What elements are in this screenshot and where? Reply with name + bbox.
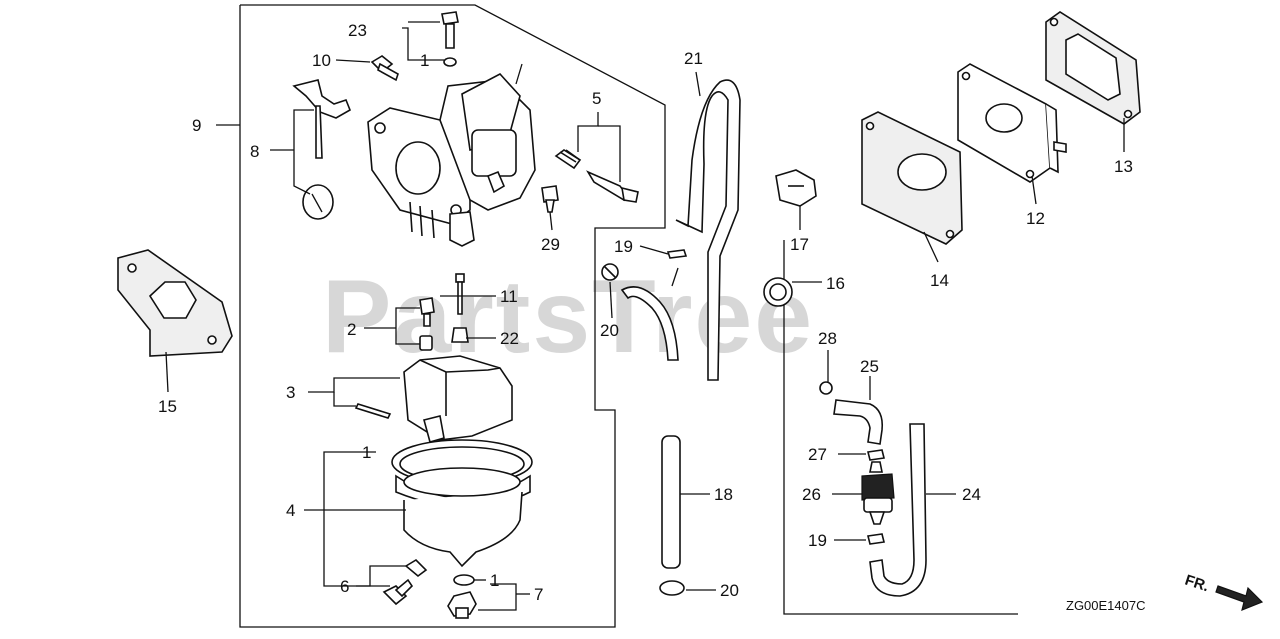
fuel-filter-group-outline: [783, 240, 1018, 615]
direction-label: FR.: [1183, 572, 1211, 596]
callout-6: 6: [340, 577, 349, 596]
callout-13: 13: [1114, 157, 1133, 176]
callout-22: 22: [500, 329, 519, 348]
callout-8: 8: [250, 142, 259, 161]
clip-28[interactable]: [819, 381, 833, 395]
callout-numbers: 23 1 10 9 8 5 29 11 2 22 3 1 4 6 1 7 21 …: [158, 21, 1133, 604]
plug-29[interactable]: [541, 185, 559, 213]
insulator-12[interactable]: [957, 63, 1067, 183]
jets-2[interactable]: [419, 297, 435, 351]
callout-29: 29: [541, 235, 560, 254]
leader-arrow-top: [515, 63, 523, 85]
callout-27: 27: [808, 445, 827, 464]
watermark: PartsTree: [322, 259, 814, 375]
pilot-screw-5[interactable]: [554, 149, 639, 203]
screw-10[interactable]: [370, 55, 399, 82]
callout-23: 23: [348, 21, 367, 40]
fuel-hose-18[interactable]: [661, 435, 681, 569]
fuel-hose-24[interactable]: [869, 423, 927, 597]
callout-28: 28: [818, 329, 837, 348]
callout-7: 7: [534, 585, 543, 604]
front-arrow-icon: [1215, 585, 1264, 611]
clip-20-mid[interactable]: [601, 263, 619, 281]
clip-19-bottom[interactable]: [867, 533, 885, 545]
choke-lever-8[interactable]: [292, 79, 352, 220]
callout-19-bottom: 19: [808, 531, 827, 550]
fuel-filter-26[interactable]: [861, 461, 895, 525]
clip-27[interactable]: [867, 449, 885, 461]
callout-25: 25: [860, 357, 879, 376]
callout-17: 17: [790, 235, 809, 254]
bolt-7[interactable]: [447, 591, 477, 619]
callout-18: 18: [714, 485, 733, 504]
clip-20-bottom[interactable]: [659, 580, 685, 596]
callout-15: 15: [158, 397, 177, 416]
seat-22[interactable]: [451, 327, 469, 343]
callout-1-mid: 1: [362, 443, 371, 462]
callout-9: 9: [192, 116, 201, 135]
callout-1-top: 1: [420, 51, 429, 70]
callout-16: 16: [826, 274, 845, 293]
callout-20-mid: 20: [600, 321, 619, 340]
leader-lines: [165, 21, 1125, 611]
needle-11[interactable]: [455, 273, 465, 315]
callout-4: 4: [286, 501, 295, 520]
callout-19-mid: 19: [614, 237, 633, 256]
gasket-13[interactable]: [1045, 11, 1141, 125]
fuel-hose-25[interactable]: [833, 399, 884, 445]
clip-17[interactable]: [775, 169, 817, 207]
callout-21: 21: [684, 49, 703, 68]
gasket-15[interactable]: [117, 249, 233, 357]
callout-1-bottom: 1: [490, 571, 499, 590]
washer-1-top[interactable]: [443, 57, 457, 67]
callout-11: 11: [500, 287, 518, 306]
callout-14: 14: [930, 271, 949, 290]
leader-arrow-mid: [671, 267, 679, 287]
callout-12: 12: [1026, 209, 1045, 228]
drain-screw-6[interactable]: [382, 558, 428, 606]
callout-24: 24: [962, 485, 981, 504]
carburetor-group-outline: [239, 4, 666, 628]
callout-5: 5: [592, 89, 601, 108]
float-3[interactable]: [354, 355, 513, 443]
front-direction-indicator: FR.: [1183, 572, 1264, 611]
float-bowl-4[interactable]: [395, 467, 531, 568]
callout-10: 10: [312, 51, 331, 70]
drawing-code: ZG00E1407C: [1066, 598, 1146, 613]
fuel-hose-21[interactable]: [675, 79, 741, 381]
clip-19-mid[interactable]: [666, 249, 688, 259]
clamp-16[interactable]: [763, 277, 793, 307]
washer-1-bottom[interactable]: [453, 574, 475, 586]
callout-2: 2: [347, 320, 356, 339]
callout-20-bottom: 20: [720, 581, 739, 600]
screw-23[interactable]: [441, 11, 459, 49]
callout-3: 3: [286, 383, 295, 402]
callout-26: 26: [802, 485, 821, 504]
fuel-hose-curved[interactable]: [620, 286, 679, 361]
gasket-14[interactable]: [861, 111, 963, 245]
carburetor-body[interactable]: [367, 73, 536, 247]
